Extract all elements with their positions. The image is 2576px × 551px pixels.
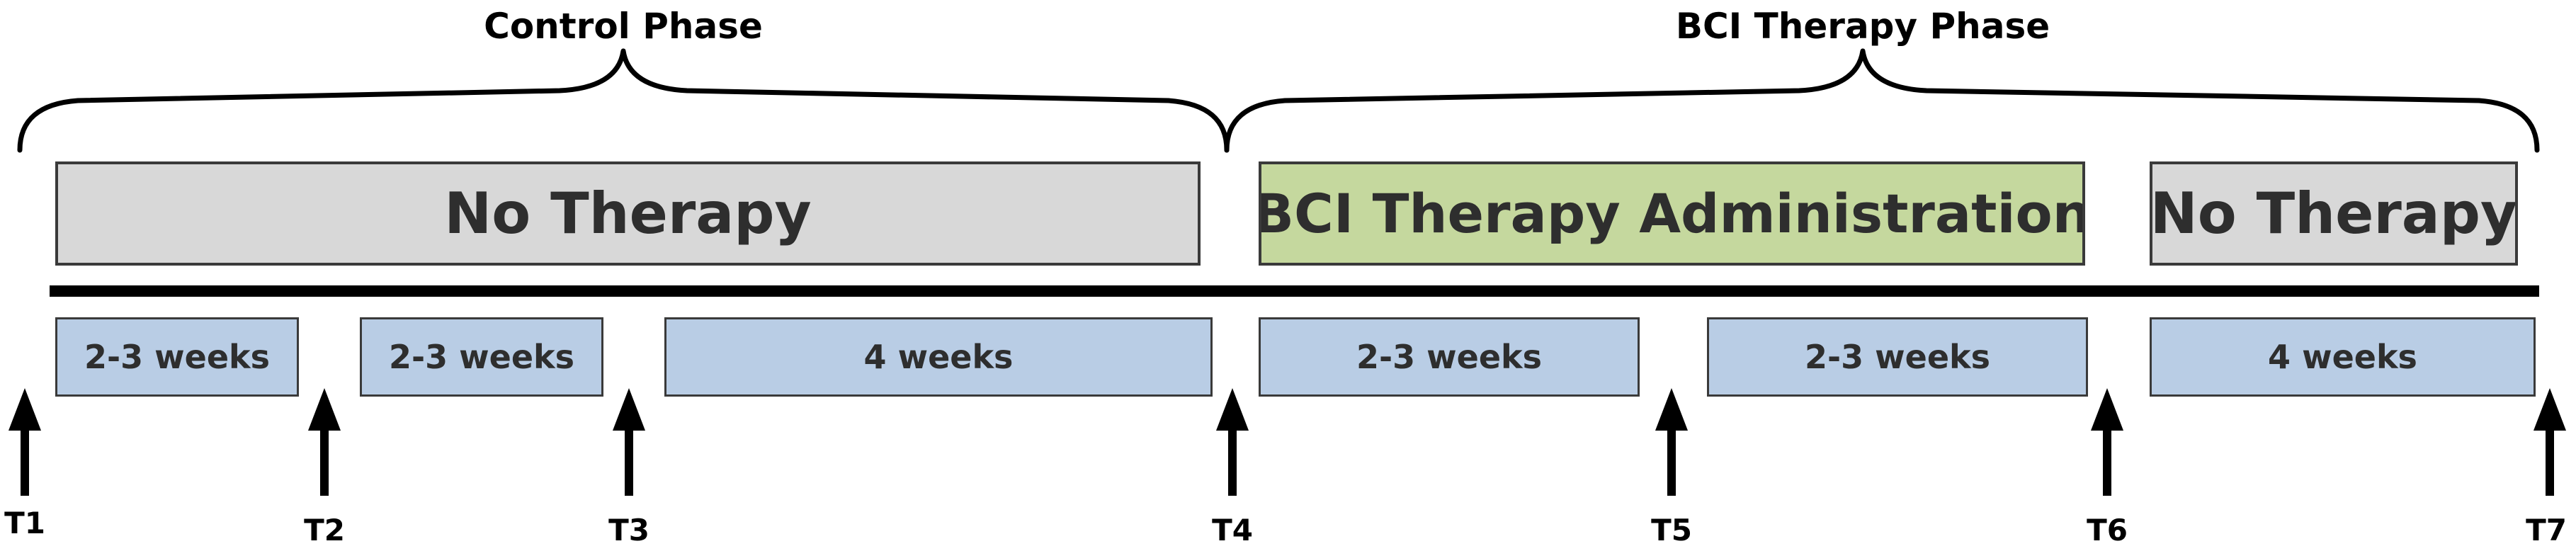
- timepoint-label-t3: T3: [608, 513, 649, 547]
- control-phase-brace: [17, 48, 1230, 153]
- arrow-icon: [308, 388, 341, 496]
- duration-box: 4 weeks: [2150, 317, 2536, 397]
- activity-bci-therapy-administration: BCI Therapy Administration: [1259, 161, 2085, 266]
- arrow-icon: [8, 388, 41, 496]
- timepoint-label-t4: T4: [1212, 513, 1253, 547]
- arrow-icon: [2091, 388, 2123, 496]
- activity-no-therapy-control: No Therapy: [55, 161, 1201, 266]
- timeline-bar: [50, 285, 2539, 297]
- duration-box: 4 weeks: [664, 317, 1213, 397]
- timepoint-label-t7: T7: [2526, 513, 2567, 547]
- arrow-icon: [1216, 388, 1249, 496]
- phase-label-control: Control Phase: [484, 6, 763, 47]
- arrow-icon: [2534, 388, 2566, 496]
- arrow-icon: [1655, 388, 1688, 496]
- phase-label-bci-therapy: BCI Therapy Phase: [1675, 6, 2050, 47]
- duration-box: 2-3 weeks: [360, 317, 603, 397]
- arrow-icon: [613, 388, 645, 496]
- timepoint-label-t5: T5: [1651, 513, 1692, 547]
- timepoint-label-t2: T2: [304, 513, 345, 547]
- timepoint-label-t6: T6: [2087, 513, 2128, 547]
- duration-box: 2-3 weeks: [55, 317, 299, 397]
- duration-box: 2-3 weeks: [1707, 317, 2088, 397]
- timepoint-label-t1: T1: [4, 506, 45, 540]
- duration-box: 2-3 weeks: [1259, 317, 1640, 397]
- bci-phase-brace: [1224, 48, 2540, 153]
- activity-no-therapy-followup: No Therapy: [2150, 161, 2518, 266]
